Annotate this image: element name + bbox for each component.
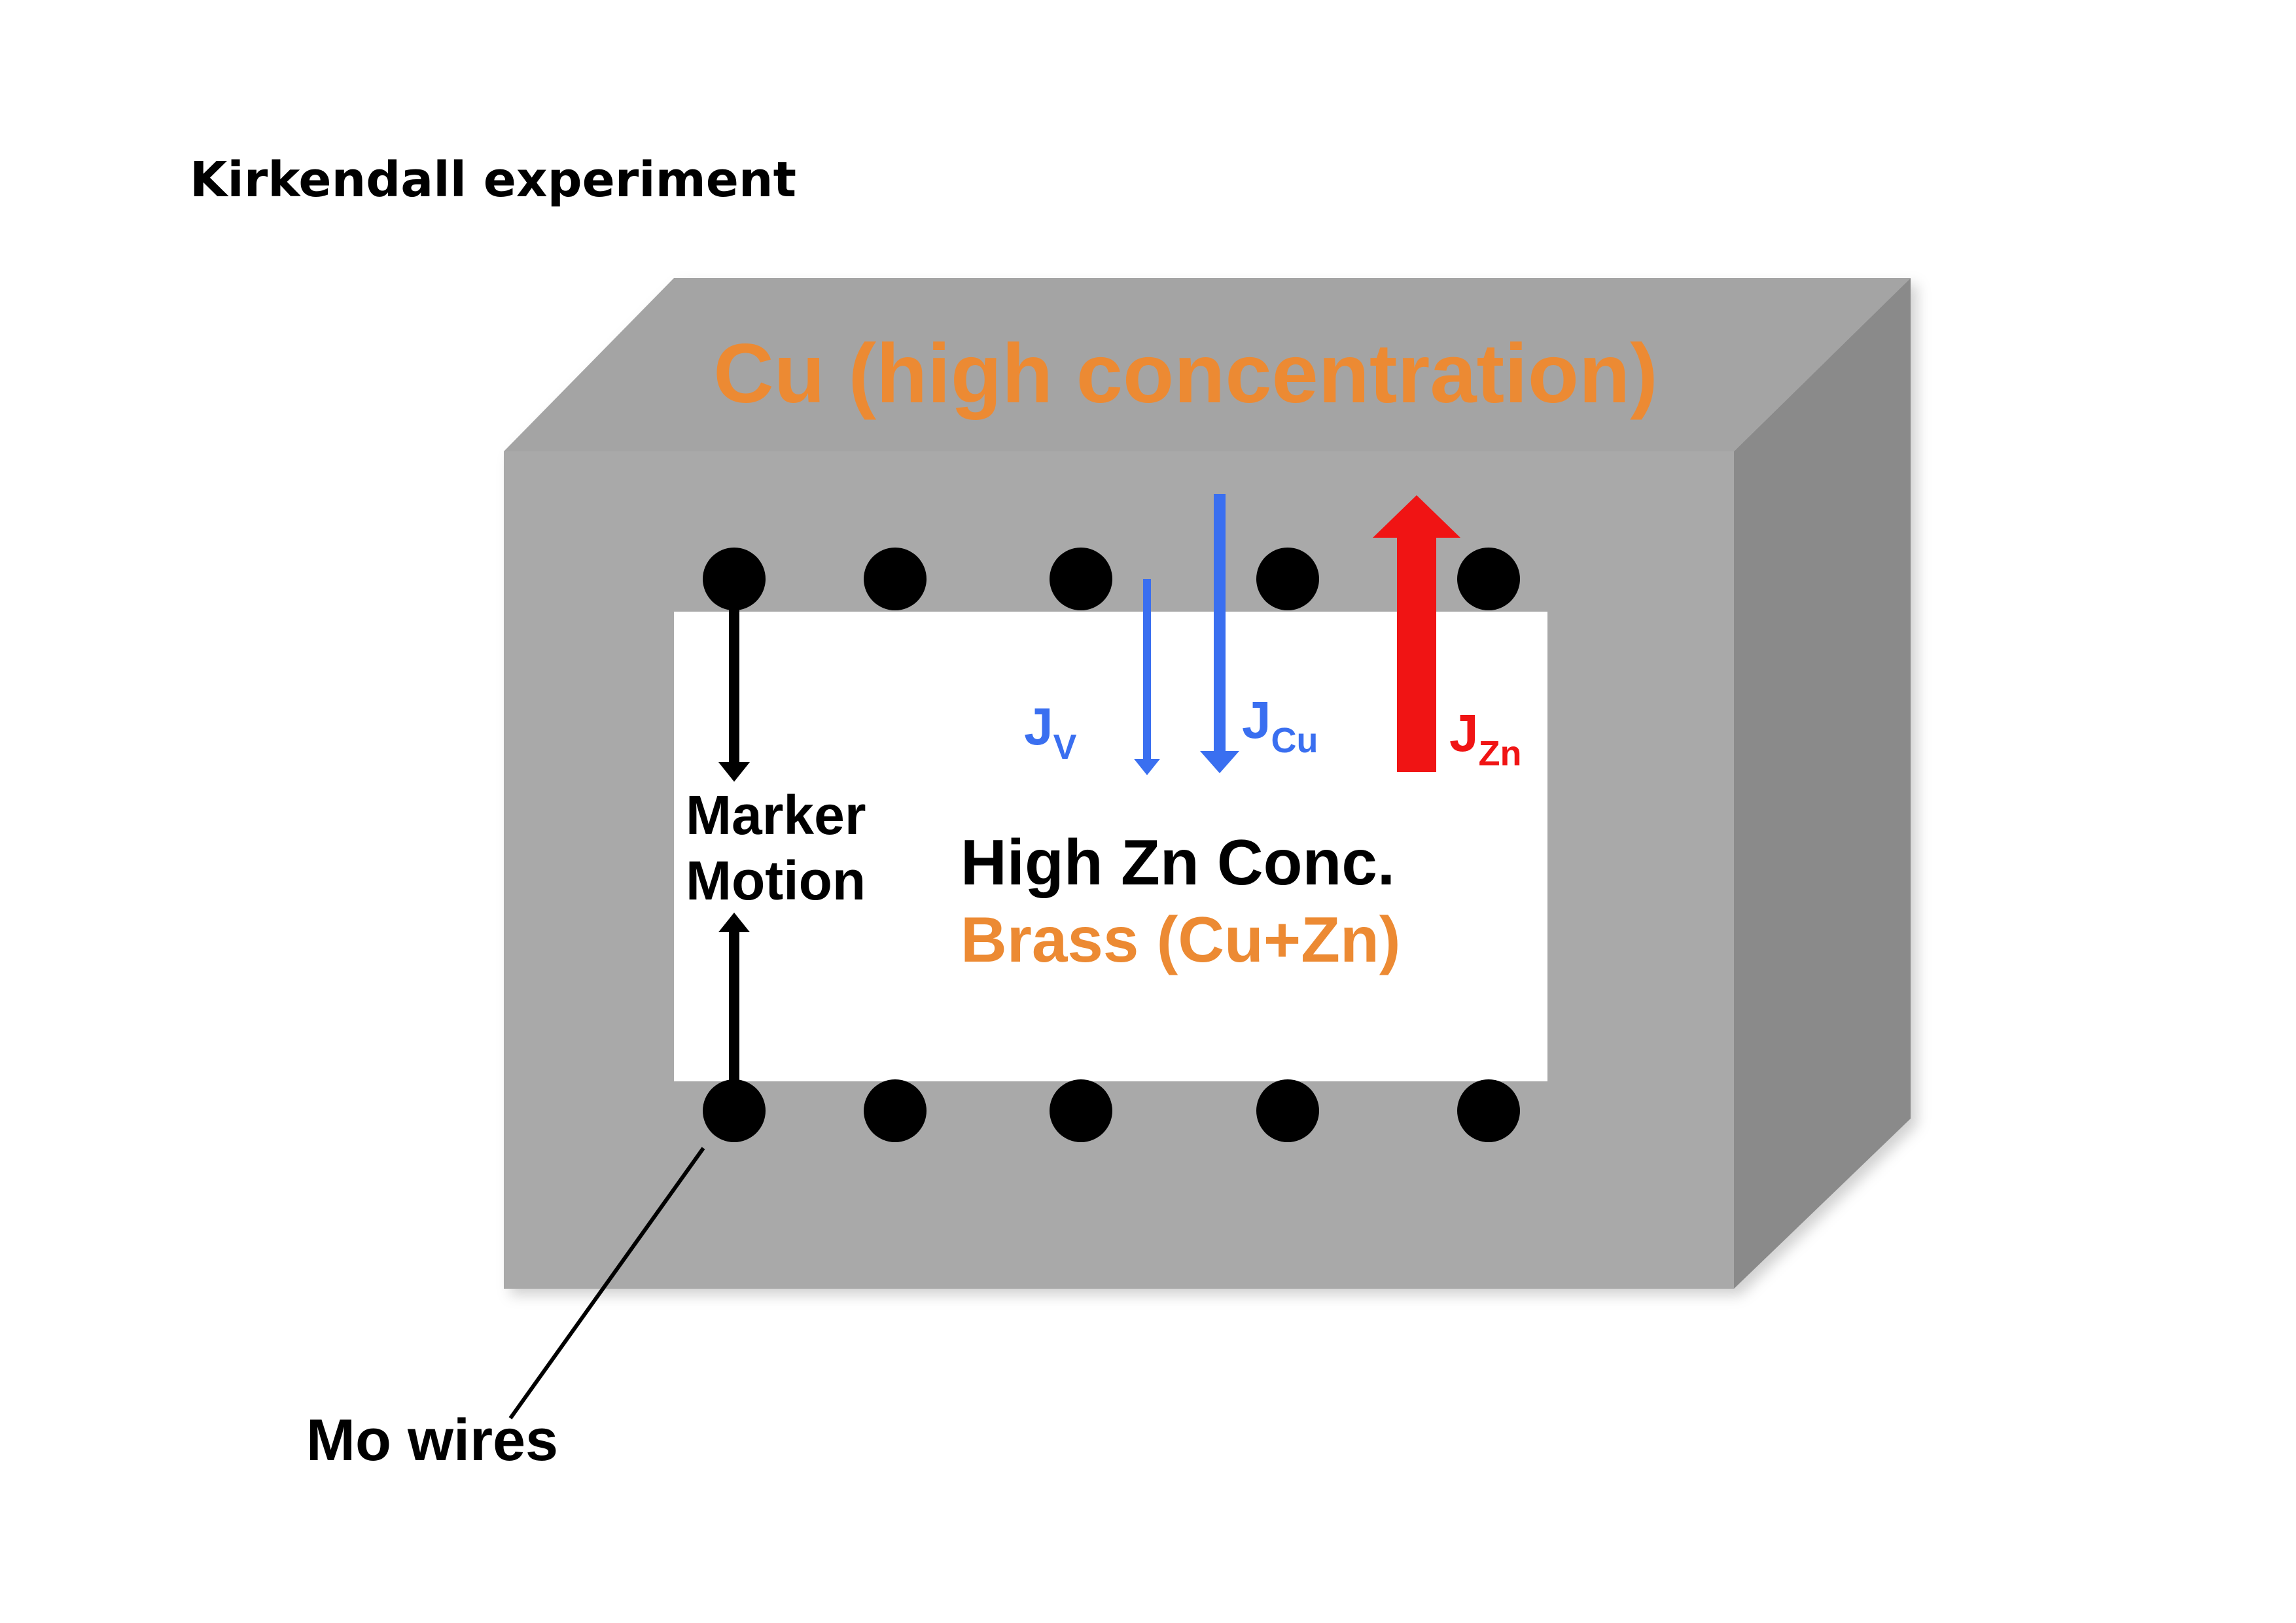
marker-row-top bbox=[703, 548, 1520, 610]
mo-wire-marker bbox=[864, 548, 927, 610]
brass-label: Brass (Cu+Zn) bbox=[961, 903, 1401, 975]
mo-wire-marker bbox=[864, 1079, 927, 1142]
mo-wire-marker bbox=[1457, 1079, 1520, 1142]
page-title: Kirkendall experiment bbox=[190, 152, 796, 208]
copper-flux-label: JCu bbox=[1242, 691, 1318, 760]
marker-motion-label-line1: Marker bbox=[686, 784, 866, 846]
mo-wire-marker bbox=[1256, 1079, 1319, 1142]
cu-block-side-face bbox=[1734, 278, 1911, 1289]
cu-block-label: Cu (high concentration) bbox=[713, 327, 1657, 421]
mo-wires-leader-line bbox=[508, 1147, 705, 1420]
marker-motion-label-line2: Motion bbox=[686, 850, 866, 911]
zinc-flux-label: JZn bbox=[1449, 704, 1521, 773]
mo-wire-marker bbox=[1256, 548, 1319, 610]
mo-wire-marker bbox=[1050, 548, 1112, 610]
cu-block-top-face bbox=[504, 278, 1911, 451]
copper-flux-arrow bbox=[1200, 494, 1239, 773]
mo-wires-label: Mo wires bbox=[306, 1408, 558, 1473]
marker-row-bottom bbox=[703, 1079, 1520, 1142]
vacancy-flux-arrow bbox=[1134, 579, 1160, 775]
zinc-flux-arrow bbox=[1373, 495, 1460, 772]
mo-wire-marker bbox=[703, 548, 766, 610]
mo-wire-marker bbox=[1050, 1079, 1112, 1142]
marker-motion-arrow-up bbox=[718, 913, 750, 1112]
vacancy-flux-label: JV bbox=[1024, 697, 1077, 767]
marker-motion-arrow-down bbox=[718, 589, 750, 782]
high-zn-label: High Zn Conc. bbox=[961, 826, 1395, 898]
mo-wire-marker bbox=[1457, 548, 1520, 610]
